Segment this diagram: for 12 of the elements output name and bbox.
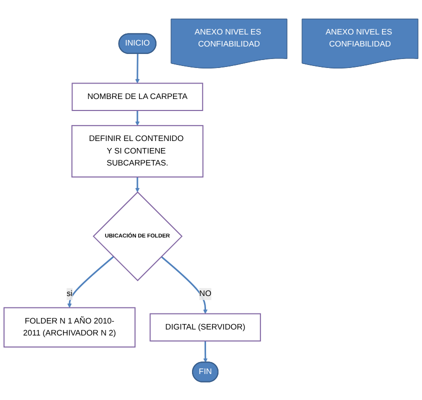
node-box: NOMBRE DE LA CARPETA — [72, 82, 204, 111]
edge-label: NO — [199, 289, 212, 298]
node-box: DEFINIR EL CONTENIDO Y SI CONTIENE SUBCARPETAS. — [71, 124, 204, 178]
arrow — [67, 256, 114, 308]
arrow — [203, 340, 208, 362]
node-box: DIGITAL (SERVIDOR) — [150, 312, 261, 342]
arrow — [160, 256, 208, 314]
arrow — [135, 110, 140, 126]
edge-label: si — [66, 289, 72, 298]
node-box: FOLDER N 1 AÑO 2010-2011 (ARCHIVADOR N 2) — [4, 306, 136, 348]
arrow — [135, 53, 140, 84]
arrow — [135, 176, 140, 192]
